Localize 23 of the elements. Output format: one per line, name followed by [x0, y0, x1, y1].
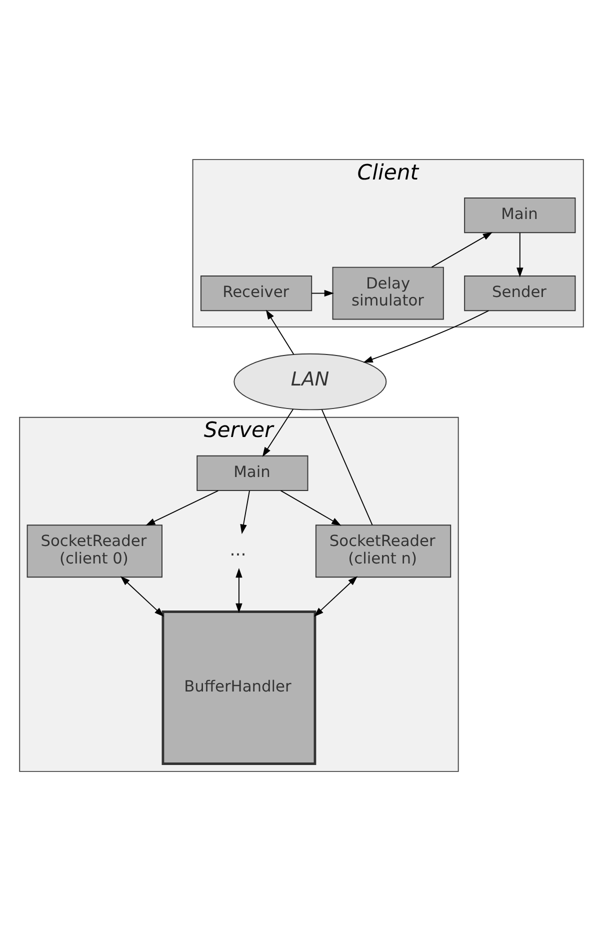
arrow [236, 567, 242, 612]
node-box: Receiver [200, 274, 312, 311]
arrow [363, 310, 490, 362]
arrow [431, 232, 493, 268]
node-text: ... [230, 540, 246, 560]
node-box: Delay simulator [332, 266, 444, 320]
arrow [262, 408, 294, 456]
node-box: Sender [464, 274, 576, 311]
arrow [280, 490, 342, 526]
arrow [120, 576, 164, 616]
node-box: Main [196, 454, 308, 490]
arrow [240, 490, 250, 534]
node-box: BufferHandler [162, 610, 316, 764]
arrow [146, 490, 219, 526]
connector [321, 408, 373, 525]
node-box: Main [464, 197, 576, 233]
arrow [266, 309, 294, 354]
node-ellipse: LAN [234, 352, 387, 410]
node-box: SocketReader (client n) [315, 524, 452, 578]
arrow [311, 289, 334, 296]
node-box: SocketReader (client 0) [26, 524, 162, 578]
arrow [516, 232, 524, 277]
arrow [314, 576, 358, 616]
